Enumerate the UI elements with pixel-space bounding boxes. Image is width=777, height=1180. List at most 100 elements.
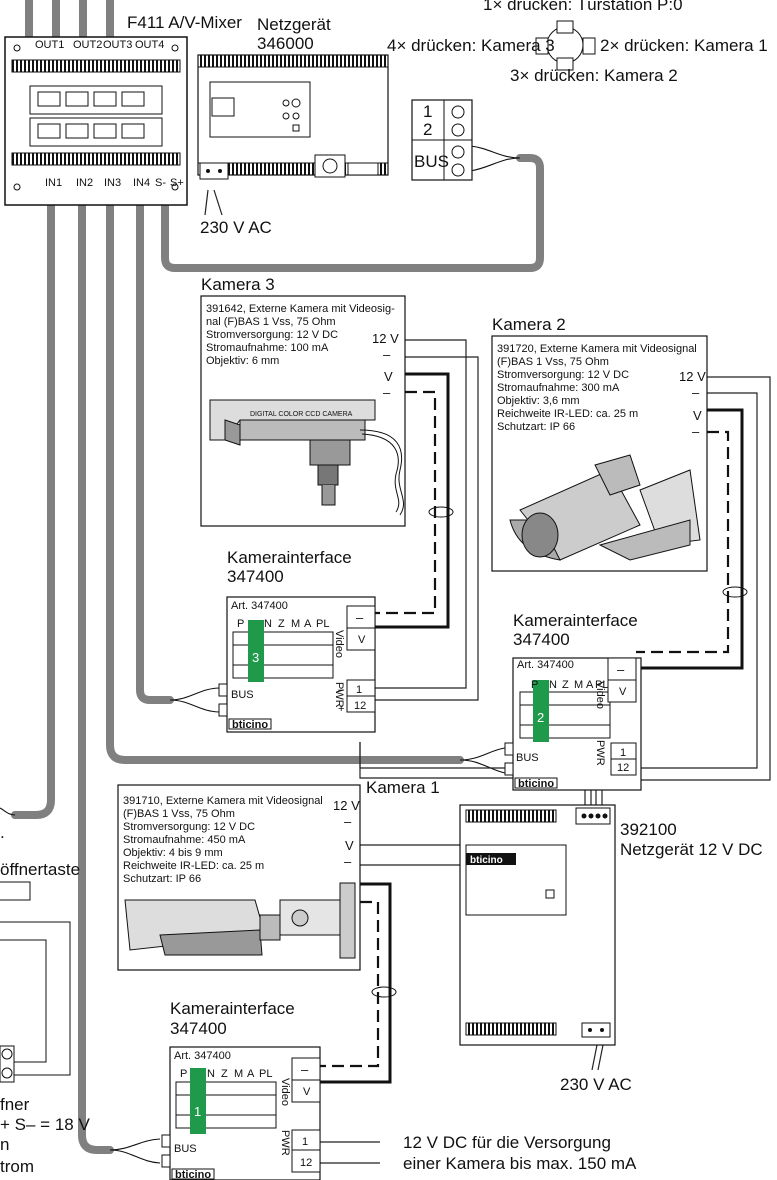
psu-top-code: 346000 (257, 34, 314, 53)
iface2-minus: – (617, 662, 625, 677)
left-voltage: + S– = 18 V (0, 1115, 90, 1134)
cam3-pin-v: V (384, 369, 393, 384)
cam2-desc-1: (F)BAS 1 Vss, 75 Ohm (497, 356, 609, 368)
psu12-brand-logo: bticino (470, 855, 503, 866)
opener-screw-2 (1, 1067, 13, 1079)
iface2-col-n: N (549, 679, 557, 691)
iface3-col-m: M (291, 618, 300, 630)
cam3-pin-minus2: – (383, 385, 391, 400)
cable-markers (371, 506, 748, 998)
cam3-desc-3: Stromaufnahme: 100 mA (206, 342, 329, 354)
iface2-col-a: A (586, 679, 594, 691)
cam1-desc-0: 391710, Externe Kamera mit Videosignal (123, 795, 323, 807)
joystick-press2: 2× drücken: Kamera 1 (600, 36, 768, 55)
cam1-desc-6: Schutzart: IP 66 (123, 873, 201, 885)
cam2-desc-4: Objektiv: 3,6 mm (497, 395, 580, 407)
mixer-s-minus: S- (155, 177, 166, 189)
iface3-twelve: 12 (354, 700, 366, 712)
left-wire (0, 921, 71, 1076)
iface1-col-a: A (247, 1068, 255, 1080)
iface1-module (161, 1046, 321, 1180)
iface1-v: V (303, 1086, 311, 1098)
iface1-one: 1 (302, 1136, 308, 1148)
cam1-desc-5: Reichweite IR-LED: ca. 25 m (123, 860, 264, 872)
left-button-label: öffnertaste (0, 860, 80, 879)
terminal-2: 2 (423, 120, 432, 139)
iface2-col-z: Z (562, 679, 569, 691)
iface3-pwr-minus: – (338, 684, 345, 696)
iface1-art: Art. 347400 (174, 1050, 231, 1062)
iface3-brand-logo: bticino (232, 719, 268, 731)
cam2-desc-0: 391720, Externe Kamera mit Videosignal (497, 343, 697, 355)
cam2-pin-12v: 12 V (679, 369, 706, 384)
cam1-pin-minus1: – (344, 814, 352, 829)
iface3-number: 3 (252, 650, 259, 665)
cam3-desc-1: nal (F)BAS 1 Vss, 75 Ohm (206, 316, 336, 328)
left-line-strom: trom (0, 1157, 34, 1176)
psu-392100 (459, 804, 616, 1046)
iface3-art: Art. 347400 (231, 600, 288, 612)
iface3-module (218, 596, 376, 733)
iface2-twelve: 12 (617, 762, 629, 774)
cam3-box (200, 295, 406, 527)
iface3-v: V (358, 634, 366, 646)
mixer-s-plus: S+ (170, 177, 184, 189)
video-shield-wires (292, 390, 730, 1068)
iface2-pwr: PWR (594, 740, 606, 766)
cam2-desc-6: Schutzart: IP 66 (497, 421, 575, 433)
cam1-box (117, 784, 361, 971)
iface3-title: Kamerainterface (227, 548, 352, 567)
mixer-in1: IN1 (45, 177, 62, 189)
cam1-desc-4: Objektiv: 4 bis 9 mm (123, 847, 223, 859)
left-opener: fner (0, 1095, 30, 1114)
av-mixer (4, 36, 188, 206)
door-button-icon (0, 881, 31, 901)
joystick-press1: 1× drücken: Türstation P:0 (483, 0, 683, 14)
cam2-camera-icon (509, 454, 701, 561)
twisted-pairs (0, 145, 521, 1164)
grey-cables (11, 0, 544, 1154)
supply-note-line1: 12 V DC für die Versorgung (403, 1133, 611, 1152)
iface3-pwr: PWR (333, 682, 345, 708)
opener-screw-1 (1, 1048, 13, 1060)
opener-terminal (0, 1045, 15, 1083)
iface2-module (504, 657, 642, 791)
psu-top-mains: 230 V AC (200, 218, 272, 237)
iface3-col-z: Z (278, 618, 285, 630)
bus-terminal-block (411, 99, 473, 181)
left-wire-inner (0, 939, 47, 1063)
iface3-video: Video (333, 630, 345, 658)
cam3-pin-minus1: – (383, 347, 391, 362)
iface3-col-pl: PL (316, 618, 329, 630)
joystick-icon (535, 20, 596, 71)
iface1-col-pl: PL (259, 1068, 272, 1080)
cam3-body-label: DIGITAL COLOR CCD CAMERA (250, 411, 353, 418)
iface3-bus: BUS (231, 689, 254, 701)
supply-note-line2: einer Kamera bis max. 150 mA (403, 1154, 637, 1173)
iface3-plus: + (338, 703, 344, 715)
iface2-code: 347400 (513, 630, 570, 649)
joystick-press3: 3× drücken: Kamera 2 (510, 66, 678, 85)
iface2-title: Kamerainterface (513, 611, 638, 630)
cam2-box (491, 335, 708, 572)
iface2-video: Video (594, 681, 606, 709)
psu-346000 (197, 54, 389, 180)
iface1-pwr: PWR (279, 1130, 291, 1156)
left-line-n: n (0, 1135, 9, 1154)
iface3-code: 347400 (227, 567, 284, 586)
iface2-number: 2 (537, 710, 544, 725)
cam3-desc-4: Objektiv: 6 mm (206, 355, 279, 367)
joystick-press4: 4× drücken: Kamera 3 (387, 36, 555, 55)
cam1-camera-icon (124, 882, 356, 959)
iface1-code: 347400 (170, 1019, 227, 1038)
iface2-v: V (619, 686, 627, 698)
mixer-title: F411 A/V-Mixer (127, 13, 242, 32)
cam3-camera-icon (209, 399, 405, 516)
psu-top-name: Netzgerät (257, 15, 331, 34)
video-wires (292, 372, 744, 1084)
iface1-minus: – (301, 1062, 309, 1077)
cam2-desc-3: Stromaufnahme: 300 mA (497, 382, 620, 394)
cam2-title: Kamera 2 (492, 315, 566, 334)
cam1-desc-2: Stromversorgung: 12 V DC (123, 821, 255, 833)
iface1-col-m: M (234, 1068, 243, 1080)
